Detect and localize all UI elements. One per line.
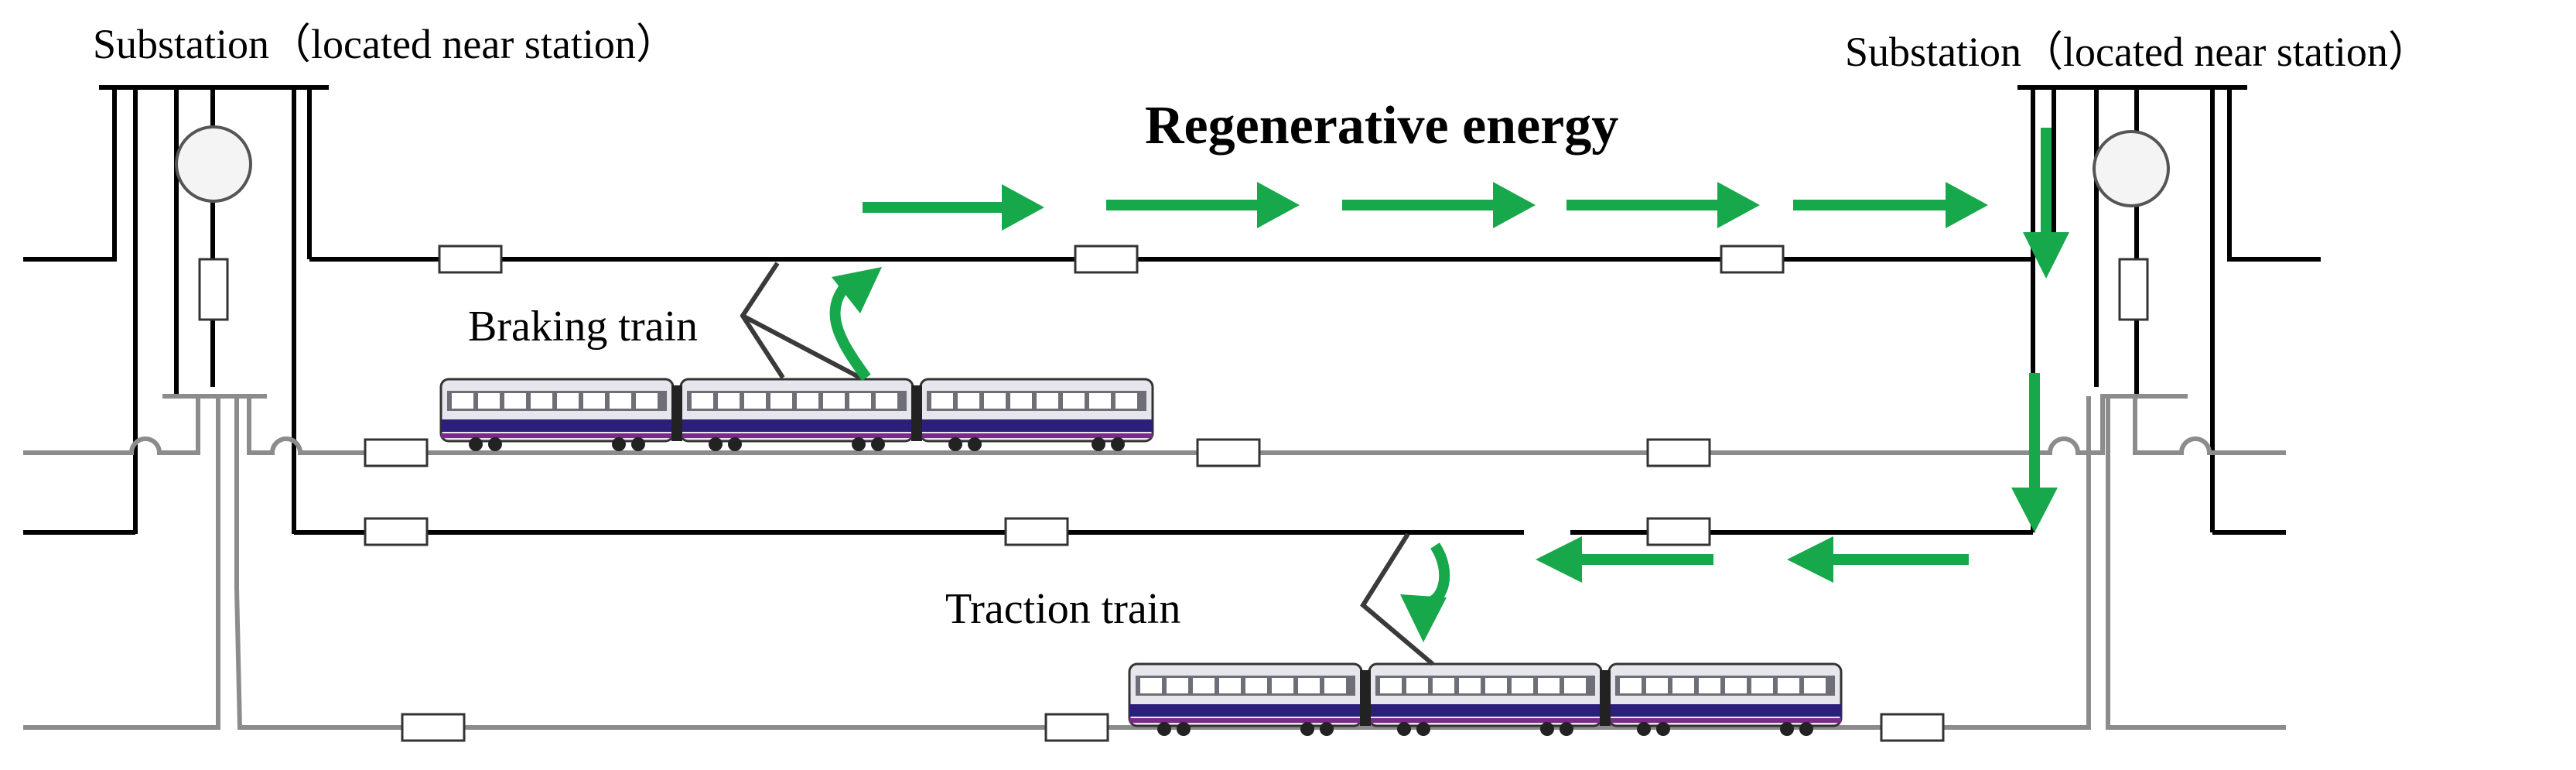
arrow-icon (2023, 232, 2069, 279)
resistor-icon (2118, 258, 2149, 321)
resistor-icon (364, 438, 429, 467)
arrow-icon (1002, 184, 1044, 231)
braking-train (439, 378, 1154, 453)
resistor-icon (438, 245, 503, 274)
arrow-icon (1493, 182, 1536, 228)
arrow-icon (1787, 536, 1833, 583)
arrow-icon (2011, 488, 2058, 532)
feeder-left-outer (23, 87, 117, 262)
resistor-icon (1646, 438, 1711, 467)
regenerative-energy-title: Regenerative energy (1145, 96, 1618, 156)
arrow-icon (1400, 594, 1447, 642)
substation-left (23, 85, 329, 535)
resistor-icon (1074, 245, 1139, 274)
rail-lower (23, 396, 2286, 730)
arrow-icon (1536, 536, 1582, 583)
transformer-icon (2093, 130, 2170, 207)
resistor-icon (1044, 713, 1109, 742)
resistor-icon (1004, 517, 1069, 546)
rail-upper (23, 394, 2286, 455)
arrow-icon (832, 267, 882, 313)
resistor-icon (1196, 438, 1261, 467)
resistor-icon (198, 258, 229, 321)
resistor-icon (401, 713, 466, 742)
resistor-icon (364, 517, 429, 546)
rails (23, 394, 2286, 730)
arrow-icon (1717, 182, 1760, 228)
arrow-icon (1257, 182, 1300, 228)
substation-left-label: Substation（located near station） (93, 21, 678, 67)
substation-right-label: Substation（located near station） (1845, 29, 2430, 75)
resistor-icon (1880, 713, 1945, 742)
arrow-icon (1946, 182, 1988, 228)
pantograph-icon (741, 313, 862, 380)
pantograph-icon (1360, 532, 1434, 666)
resistor-icon (1720, 245, 1785, 274)
traction-train-label: Traction train (945, 585, 1180, 633)
transformer-icon (175, 125, 252, 203)
braking-train-label: Braking train (468, 303, 698, 351)
traction-train (1128, 662, 1843, 737)
feeder-right-outer (2227, 87, 2321, 262)
resistor-icon (1646, 517, 1711, 546)
